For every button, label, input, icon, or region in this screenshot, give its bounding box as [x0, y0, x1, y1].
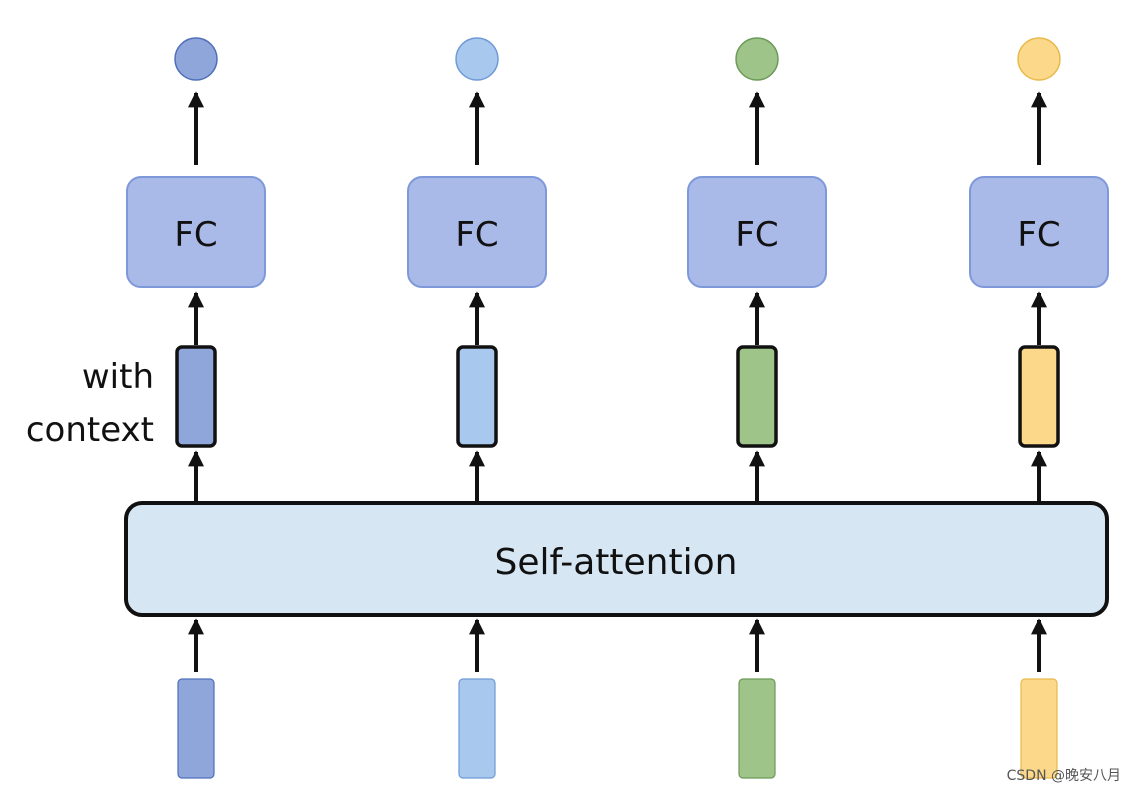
fc-label-1: FC — [174, 215, 217, 255]
output-circle-1 — [174, 37, 218, 81]
columns: FC FC FC FC — [126, 37, 1109, 779]
fc-label-2: FC — [455, 215, 498, 255]
input-vector-3 — [738, 678, 776, 779]
output-circle-4 — [1017, 37, 1061, 81]
fc-box-2 — [407, 176, 547, 288]
fc-label-3: FC — [735, 215, 778, 255]
context-vector-3 — [736, 345, 778, 448]
input-vector-4 — [1020, 678, 1058, 779]
input-vector-1 — [177, 678, 215, 779]
self-attention-label: Self-attention — [495, 542, 738, 583]
context-vector-4 — [1018, 345, 1060, 448]
output-circle-2 — [455, 37, 499, 81]
output-circle-3 — [735, 37, 779, 81]
fc-box-1 — [126, 176, 266, 288]
with-label: with — [82, 357, 154, 397]
fc-box-3 — [687, 176, 827, 288]
fc-box-4 — [969, 176, 1109, 288]
fc-label-4: FC — [1017, 215, 1060, 255]
context-vector-2 — [456, 345, 498, 448]
context-vector-1 — [175, 345, 217, 448]
self-attention-block — [124, 501, 1109, 617]
context-label: context — [26, 410, 154, 450]
watermark: CSDN @晚安八月 — [1006, 768, 1121, 784]
input-vector-2 — [458, 678, 496, 779]
